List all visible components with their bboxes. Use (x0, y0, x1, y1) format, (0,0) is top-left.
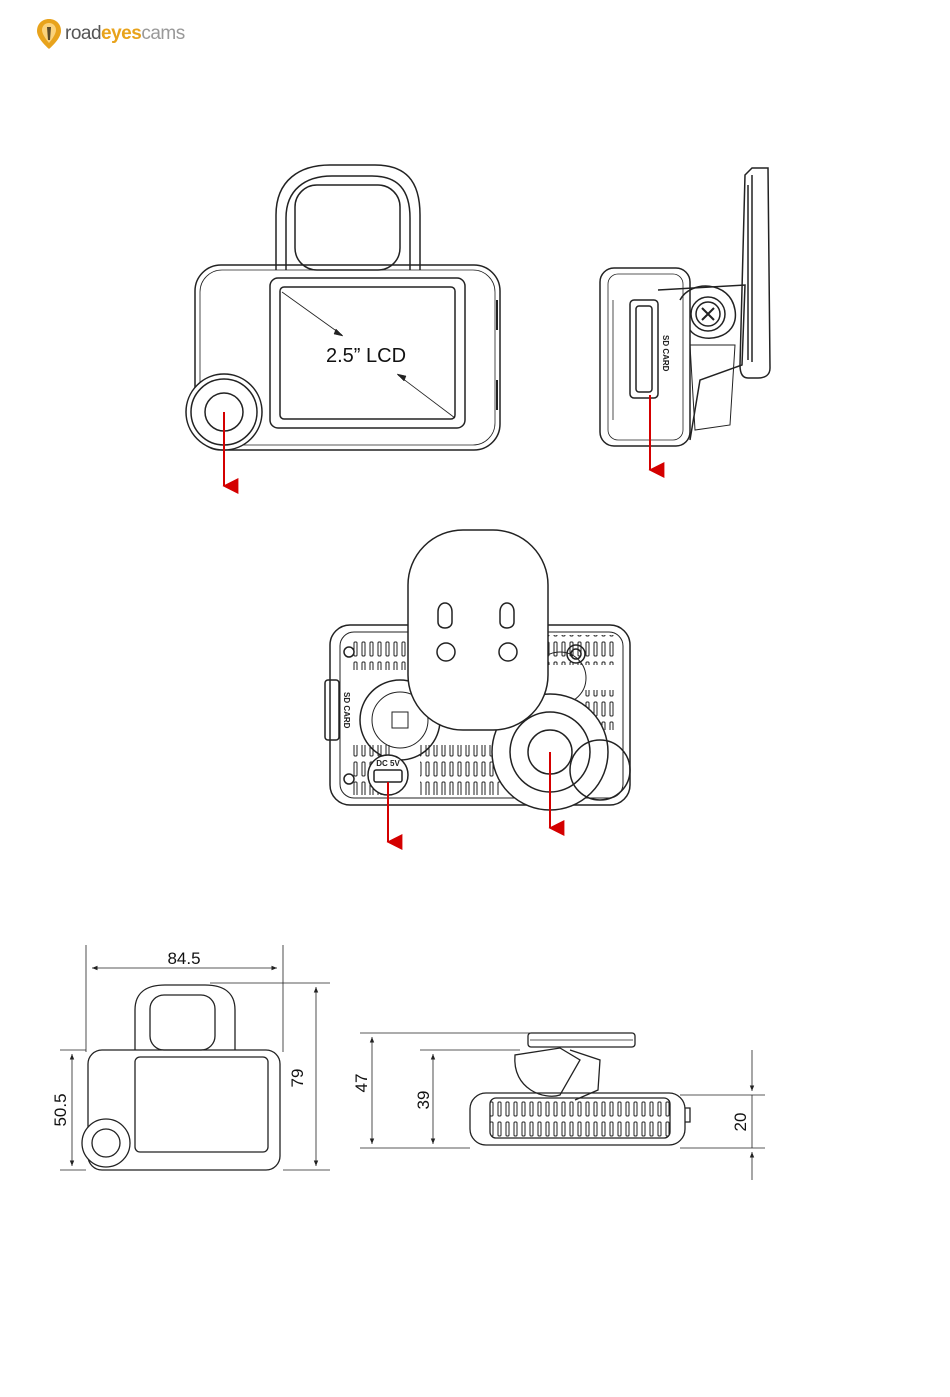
dim-total-height: 79 (288, 1069, 307, 1088)
dc-label: DC 5V (376, 759, 400, 768)
dim-body-height: 50.5 (51, 1093, 70, 1126)
dim-width: 84.5 (167, 949, 200, 968)
dimension-front-view (60, 945, 330, 1170)
front-view (186, 165, 500, 450)
rear-view (325, 530, 630, 810)
side-sd-label: SD CARD (661, 335, 670, 372)
dim-side-total: 47 (352, 1074, 371, 1093)
rear-sd-label: SD CARD (342, 692, 351, 729)
dim-side-body: 20 (731, 1113, 750, 1132)
lcd-label: 2.5” LCD (326, 345, 406, 367)
side-view (600, 168, 770, 446)
dim-side-mount: 39 (414, 1091, 433, 1110)
